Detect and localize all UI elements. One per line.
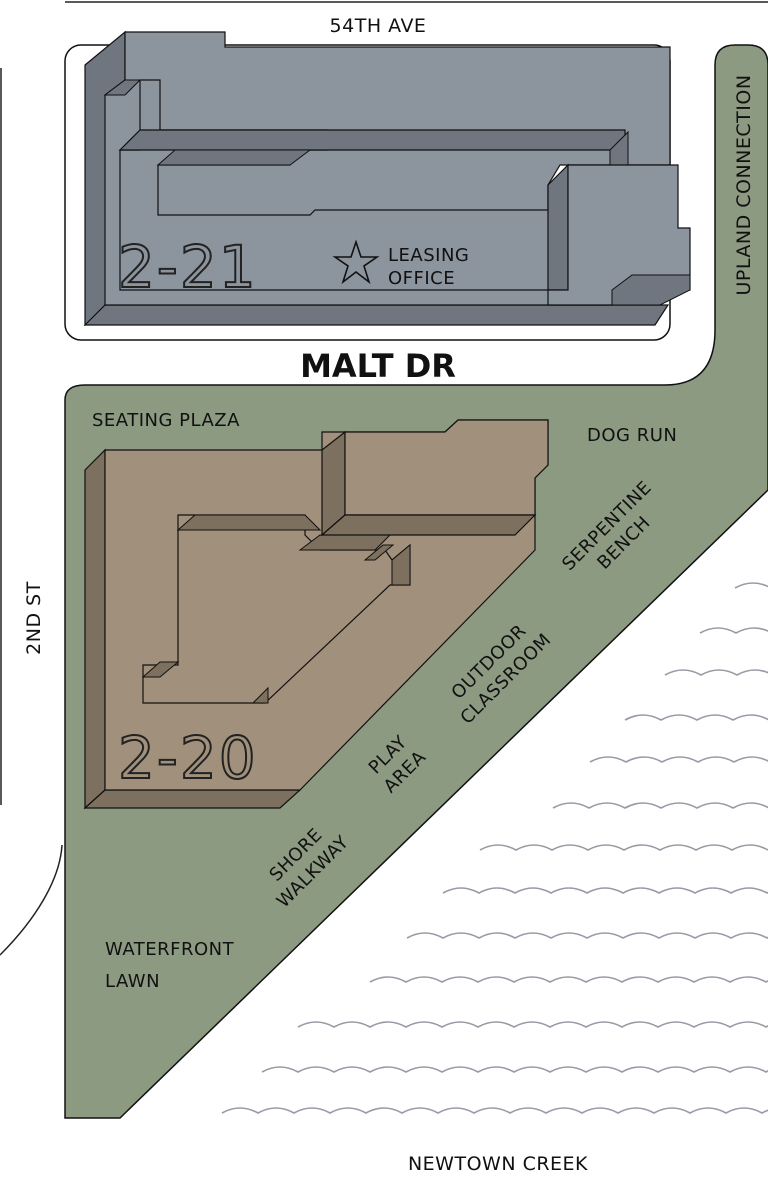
building-2-20[interactable]: 2-20: [83, 419, 549, 810]
amenity-waterfront-line2: LAWN: [105, 971, 160, 992]
building-2-20-tower: [344, 419, 549, 516]
wave-line: [369, 976, 768, 983]
building-2-20-tower-base: [320, 514, 537, 536]
street-label-upland-connection: UPLAND CONNECTION: [733, 74, 755, 295]
wave-line: [442, 887, 768, 894]
building-2-20-step-f: [251, 686, 269, 704]
building-2-21-number: 2-21: [118, 233, 258, 301]
wave-line: [624, 714, 768, 721]
building-2-21-annex-base: [611, 274, 691, 306]
wave-line: [664, 669, 768, 676]
amenity-seating-plaza: SEATING PLAZA: [92, 410, 240, 431]
wave-line: [552, 802, 768, 809]
building-2-21-step: [156, 149, 312, 166]
wave-line: [589, 756, 768, 763]
wave-line: [406, 932, 768, 939]
wave-line: [699, 627, 768, 634]
wave-line: [297, 1021, 768, 1028]
street-label-2nd-st: 2ND ST: [23, 581, 45, 655]
star-icon: [332, 239, 380, 285]
building-2-20-step-e: [391, 543, 411, 586]
building-2-20-side: [84, 448, 106, 810]
building-2-20-step-a: [176, 514, 322, 531]
leasing-office-label-line1: LEASING: [388, 245, 469, 266]
building-2-20-base: [83, 789, 302, 809]
left-street-curve: [0, 844, 63, 956]
building-2-21[interactable]: 2-21: [83, 30, 691, 327]
building-2-20-number: 2-20: [118, 724, 258, 792]
building-2-21-annex-side: [547, 163, 569, 291]
building-2-21-base: [83, 304, 670, 326]
building-2-20-step-b: [141, 661, 180, 678]
amenity-dog-run: DOG RUN: [587, 425, 677, 446]
building-2-21-notch: [103, 79, 142, 96]
wave-line: [734, 582, 768, 589]
building-2-20-step-d: [363, 544, 395, 561]
leasing-office-label-line2: OFFICE: [388, 268, 455, 289]
amenity-waterfront-line1: WATERFRONT: [105, 939, 235, 960]
street-label-54th-ave: 54TH AVE: [330, 15, 427, 37]
newtown-creek-water: [221, 582, 768, 1114]
leasing-office[interactable]: LEASING OFFICE: [332, 239, 469, 289]
wave-line: [261, 1066, 768, 1073]
water-label-newtown-creek: NEWTOWN CREEK: [408, 1153, 588, 1175]
wave-line: [221, 1107, 768, 1114]
street-label-malt-dr: MALT DR: [300, 347, 456, 385]
wave-line: [479, 844, 768, 851]
building-2-21-wing-edge: [118, 129, 626, 151]
